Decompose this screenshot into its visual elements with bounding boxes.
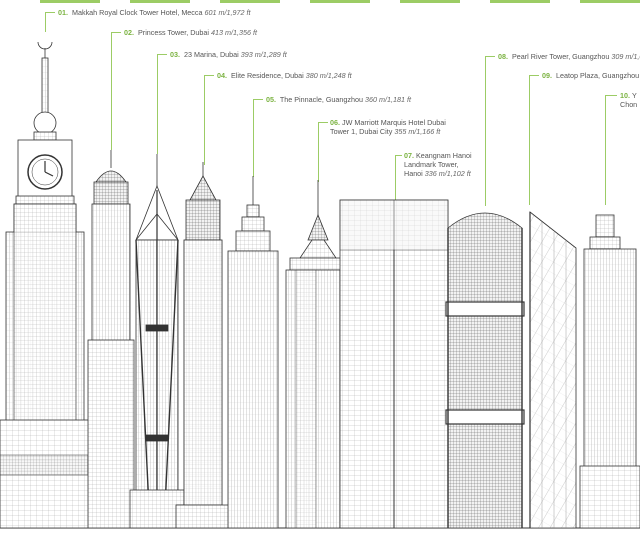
leader-line-07	[395, 155, 396, 200]
label-tower-09: 09. Leatop Plaza, Guangzhou 3	[542, 71, 640, 80]
leader-line-05	[253, 99, 254, 177]
label-tower-02: 02. Princess Tower, Dubai 413 m/1,356 ft	[124, 28, 257, 37]
tower-06-drawing	[285, 180, 351, 529]
label-tower-01: 01. Makkah Royal Clock Tower Hotel, Mecc…	[58, 8, 250, 17]
leader-line-06	[318, 122, 319, 182]
leader-line-04	[204, 75, 205, 165]
leader-tick-03	[157, 54, 167, 55]
tower-09-number: 09.	[542, 71, 552, 80]
leader-line-02	[111, 32, 112, 150]
tower-08-height: 309 m/1,01	[611, 52, 640, 61]
tower-05-number: 05.	[266, 95, 276, 104]
tower-01-name: Makkah Royal Clock Tower Hotel, Mecca	[72, 8, 203, 17]
leader-tick-04	[204, 75, 214, 76]
leader-line-08	[485, 56, 486, 206]
leader-tick-08	[485, 56, 495, 57]
tower-10-number: 10.	[620, 91, 630, 100]
label-tower-07: 07.Keangnam Hanoi Landmark Tower, Hanoi …	[404, 151, 472, 178]
leader-tick-06	[318, 122, 328, 123]
tower-07-name-line2: Landmark Tower,	[404, 160, 459, 169]
tower-08-drawing	[445, 212, 525, 529]
tower-07-height: 336 m/1,102 ft	[424, 169, 471, 178]
leader-tick-09	[529, 75, 539, 76]
label-tower-06: 06.JW Marriott Marquis Hotel Dubai Tower…	[330, 118, 446, 136]
tower-08-number: 08.	[498, 52, 508, 61]
label-tower-10: 10.Y Chon	[620, 91, 637, 109]
tower-04-number: 04.	[217, 71, 227, 80]
tower-06-name: JW Marriott Marquis Hotel Dubai	[342, 118, 446, 127]
tower-03-drawing	[129, 154, 185, 529]
tower-01-drawing	[0, 41, 93, 529]
leader-line-09	[529, 75, 530, 205]
label-tower-05: 05. The Pinnacle, Guangzhou 360 m/1,181 …	[266, 95, 411, 104]
tower-07-name-line3: Hanoi	[404, 169, 423, 178]
tower-01-number: 01.	[58, 8, 68, 17]
tower-07-number: 07.	[404, 151, 414, 160]
tower-05-name: The Pinnacle, Guangzhou	[279, 95, 363, 104]
tower-06-number: 06.	[330, 118, 340, 127]
tower-05-height: 360 m/1,181 ft	[365, 95, 411, 104]
tower-10-name: Y	[632, 91, 637, 100]
label-tower-04: 04. Elite Residence, Dubai 380 m/1,248 f…	[217, 71, 352, 80]
leader-tick-05	[253, 99, 263, 100]
tower-01-height: 601 m/1,972 ft	[204, 8, 251, 17]
tower-08-name: Pearl River Tower, Guangzhou	[512, 52, 610, 61]
tower-09-drawing	[529, 211, 577, 529]
leader-tick-07	[395, 155, 402, 156]
leader-tick-01	[45, 12, 55, 13]
tower-04-name: Elite Residence, Dubai	[231, 71, 304, 80]
tower-05-drawing	[227, 176, 279, 529]
tower-02-number: 02.	[124, 28, 134, 37]
leader-tick-02	[111, 32, 121, 33]
tower-06-name-line2: Tower 1, Dubai City	[330, 127, 393, 136]
tower-09-name: Leatop Plaza, Guangzhou	[556, 71, 640, 80]
label-tower-08: 08. Pearl River Tower, Guangzhou 309 m/1…	[498, 52, 640, 61]
leader-tick-10	[605, 95, 617, 96]
tower-10-name-line2: Chon	[620, 100, 638, 109]
tower-04-drawing	[175, 162, 231, 529]
tower-07-drawing	[339, 199, 449, 529]
tower-04-height: 380 m/1,248 ft	[305, 71, 352, 80]
leader-line-10	[605, 95, 606, 205]
tower-03-height: 393 m/1,289 ft	[240, 50, 287, 59]
top-accent-bar	[40, 0, 640, 3]
tower-06-height: 355 m/1,166 ft	[394, 127, 441, 136]
tower-03-name: 23 Marina, Dubai	[184, 50, 239, 59]
tower-02-height: 413 m/1,356 ft	[210, 28, 257, 37]
label-tower-03: 03. 23 Marina, Dubai 393 m/1,289 ft	[170, 50, 287, 59]
tower-02-drawing	[87, 150, 135, 529]
tower-07-name: Keangnam Hanoi	[416, 151, 472, 160]
tower-02-name: Princess Tower, Dubai	[138, 28, 209, 37]
tower-03-number: 03.	[170, 50, 180, 59]
tower-10-drawing	[579, 214, 640, 529]
leader-line-03	[157, 54, 158, 154]
leader-line-01	[45, 12, 46, 32]
